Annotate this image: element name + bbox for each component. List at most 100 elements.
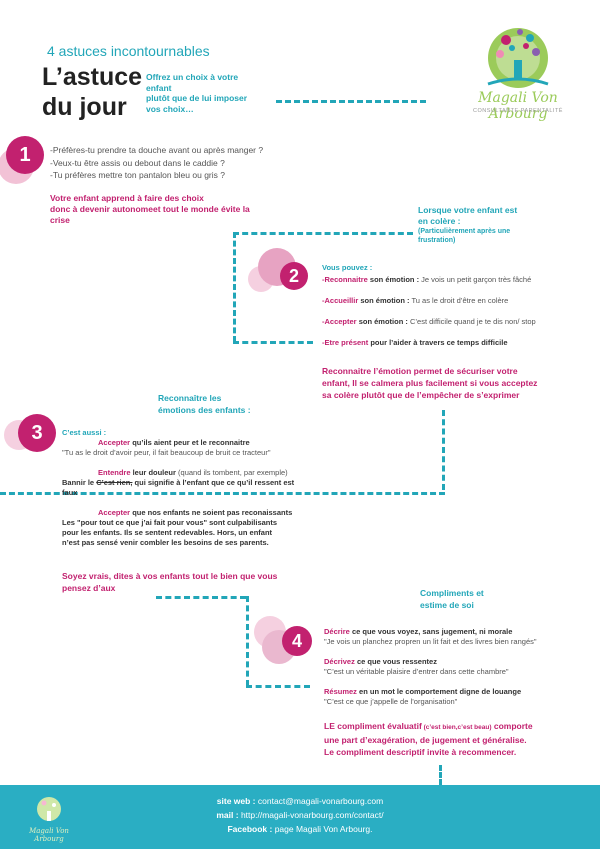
step-number-1: 1 [6, 136, 44, 174]
connector-dash [233, 341, 313, 344]
mail-link[interactable]: http://magali-vonarbourg.com/contact/ [238, 810, 384, 820]
statement: ce que vous ressentez [354, 657, 437, 666]
conclusion-line: donc à devenir autonomeet tout le monde … [50, 204, 250, 214]
connector-dash [442, 410, 445, 490]
connector-dash [439, 765, 442, 785]
subheading-line: (Particulièrement après une [418, 228, 511, 235]
statement: ce que vous voyez, sans jugement, ni mor… [349, 627, 513, 636]
subtitle: Offrez un choix à votre enfant plutôt qu… [146, 72, 247, 114]
verb: Décrivez [324, 657, 355, 666]
item-verb: -Etre présent [322, 338, 369, 347]
heading-line: en colère : [418, 216, 461, 226]
text: Les "pour tout ce que j’ai fait pour vou… [62, 518, 278, 527]
footer-mail: mail : http://magali-vonarbourg.com/cont… [0, 810, 600, 820]
connector-dash [233, 232, 413, 235]
conclusion-line: crise [50, 215, 70, 225]
subtitle-line: enfant [146, 82, 172, 93]
item-object: pour l’aider à travers ce temps difficil… [368, 338, 508, 347]
footer: Magali Von Arbourg site web : contact@ma… [0, 785, 600, 849]
item-verb: -Accepter [322, 317, 357, 326]
connector-dash [246, 596, 249, 686]
conclusion-line: enfant, Il se calmera plus facilement si… [322, 378, 538, 388]
connector-dash [156, 596, 246, 599]
label: site web : [216, 796, 256, 806]
quote: "C’est ce que j’appelle de l’organisatio… [324, 697, 458, 706]
connector-dash [246, 685, 310, 688]
conclusion-line: Votre enfant apprend à faire des choix [50, 193, 204, 203]
label: mail : [216, 810, 239, 820]
brand-name: Magali Von Arbourg [478, 90, 558, 122]
heading-line: Lorsque votre enfant est [418, 205, 518, 215]
heading-line: émotions des enfants : [158, 405, 251, 415]
web-link[interactable]: contact@magali-vonarbourg.com [255, 796, 384, 806]
heading-line: estime de soi [420, 600, 474, 610]
section2-item: -Reconnaitre son émotion : Je vois un pe… [322, 275, 531, 285]
step-number-2: 2 [280, 262, 308, 290]
section4-heading: Compliments et estime de soi [420, 587, 484, 611]
quote: "Je vois un planchez propren un lit fait… [324, 637, 537, 646]
subheading-line: frustration) [418, 237, 456, 244]
struck-text: C’est rien, [96, 478, 133, 487]
item-verb: -Accueillir [322, 296, 359, 305]
section2-item: -Accepter son émotion : C’est difficile … [322, 317, 536, 327]
item-example: Tu as le droit d’être en colère [409, 296, 509, 305]
section3-accept-fear: Accepter qu’ils aient peur et le reconna… [62, 438, 271, 458]
conclusion-line: Reconnaitre l’émotion permet de sécurise… [322, 366, 518, 376]
item-example: Je vois un petit garçon très fâché [419, 275, 532, 284]
section3-heading: Reconnaître les émotions des enfants : [158, 392, 251, 416]
footer-facebook: Facebook : page Magali Von Arbourg. [0, 824, 600, 834]
question-line: -Tu préfères mettre ton pantalon bleu ou… [50, 170, 225, 180]
section4-item: Décrivez ce que vous ressentez "C’est un… [324, 657, 509, 677]
verb: Résumez [324, 687, 357, 696]
section2-subheading: (Particulièrement après une frustration) [418, 227, 510, 245]
step-number-3: 3 [18, 414, 56, 452]
conclusion-line: Le compliment descriptif invite à recomm… [324, 747, 517, 757]
verb: Décrire [324, 627, 350, 636]
text: LE compliment évaluatif [324, 721, 422, 731]
heading-line: Compliments et [420, 588, 484, 598]
step-number-4: 4 [282, 626, 312, 656]
page-title: L’astuce du jour [42, 62, 142, 122]
tree-icon [37, 797, 61, 821]
brand-logo: Magali Von Arbourg CONSULTANTE PARENTALI… [448, 18, 588, 122]
section2-conclusion: Reconnaitre l’émotion permet de sécurise… [322, 365, 537, 401]
title-line-2: du jour [42, 93, 127, 121]
heading-line: Reconnaître les [158, 393, 222, 403]
quote: "C’est un véritable plaisire d’entrer da… [324, 667, 509, 676]
example: (quand ils tombent, par exemple) [175, 468, 288, 477]
text: comporte [491, 721, 533, 731]
section3-gratitude: Accepter que nos enfants ne soient pas r… [62, 508, 292, 548]
subtitle-line: plutôt que de lui imposer [146, 93, 248, 103]
footer-web: site web : contact@magali-vonarbourg.com [0, 796, 600, 806]
verb: Accepter [98, 438, 131, 447]
tree-icon [487, 28, 549, 88]
conclusion-line: Soyez vrais, dites à vos enfants tout le… [62, 571, 278, 581]
item-object: son émotion : [358, 296, 410, 305]
subtitle-line: vos choix… [146, 103, 194, 114]
header-dash [276, 100, 426, 103]
statement: leur douleur [130, 468, 176, 477]
item-object: son émotion : [356, 317, 408, 326]
conclusion-line: pensez d’aux [62, 583, 116, 593]
footer-brand-name: Magali Von Arbourg [29, 827, 69, 843]
item-object: son émotion : [367, 275, 420, 284]
section1-conclusion: Votre enfant apprend à faire des choix d… [50, 193, 250, 226]
section4-item: Résumez en un mot le comportement digne … [324, 687, 521, 707]
verb: Entendre [98, 468, 131, 477]
section4-conclusion: LE compliment évaluatif (c’est bien,c’es… [324, 720, 533, 758]
connector-dash [233, 232, 236, 342]
connector-dash [0, 492, 445, 495]
section3-hear-pain: Entendre leur douleur (quand ils tombent… [62, 468, 294, 498]
kicker: 4 astuces incontournables [47, 43, 210, 59]
footer-logo: Magali Von Arbourg [14, 793, 84, 843]
text: (c’est bien,c’est beau) [421, 724, 492, 731]
text: Bannir le [62, 478, 97, 487]
facebook-link[interactable]: page Magali Von Arbourg. [272, 824, 373, 834]
statement: qu’ils aient peur et le reconnaitre [130, 438, 250, 447]
text: qui signifie à l’enfant que ce qu’il res… [132, 478, 295, 487]
conclusion-line: une part d’exagération, de jugement et g… [324, 735, 527, 745]
section3-conclusion: Soyez vrais, dites à vos enfants tout le… [62, 570, 277, 594]
verb: Accepter [98, 508, 131, 517]
question-line: -Veux-tu être assis ou debout dans le ca… [50, 157, 225, 168]
section3-intro: C’est aussi : [62, 428, 107, 437]
